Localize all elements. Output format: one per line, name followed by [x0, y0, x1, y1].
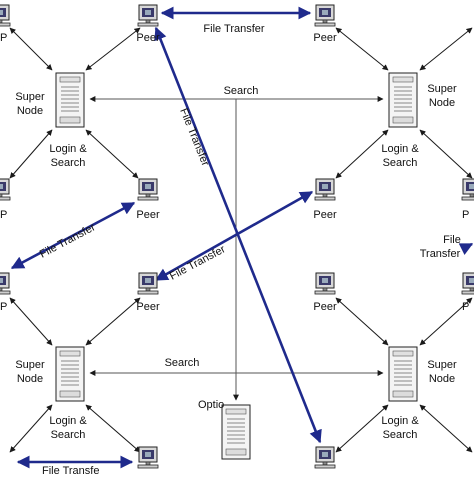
- peer-monitor-icon: [137, 272, 159, 295]
- login-search-label: Login &: [381, 143, 419, 155]
- connector: [9, 129, 53, 179]
- connector: [9, 404, 53, 453]
- super-node-label: Node: [429, 97, 455, 109]
- server-icon: [55, 346, 85, 402]
- connector: [335, 27, 389, 71]
- connector: [85, 297, 141, 346]
- server-icon: [388, 72, 418, 128]
- ft-cross: [154, 190, 314, 282]
- peer-monitor-icon: [0, 272, 11, 295]
- server-icon: [221, 404, 251, 460]
- peer-monitor-icon: [137, 446, 159, 469]
- search-label: Search: [224, 85, 259, 97]
- connector: [419, 27, 473, 71]
- peer-label-partial: P: [462, 209, 469, 221]
- connector: [85, 129, 139, 179]
- peer-monitor-icon: [314, 4, 336, 27]
- login-search-connections: [9, 27, 473, 453]
- connector: [335, 297, 389, 346]
- peer-monitor-icon: [314, 272, 336, 295]
- file-transfer-label: File: [443, 234, 461, 246]
- option-label-partial: Optio: [198, 399, 224, 411]
- file-transfer-label: File Transfer: [168, 243, 228, 282]
- super-node-label: Node: [17, 105, 43, 117]
- peer-monitor-icon: [0, 4, 11, 27]
- connector: [419, 129, 473, 179]
- peer-label-partial: P: [0, 32, 7, 44]
- connector: [9, 27, 53, 71]
- peer-monitor-icon: [461, 178, 474, 201]
- connector: [85, 404, 141, 453]
- login-search-label: Login &: [381, 415, 419, 427]
- peer-monitor-icon: [137, 178, 159, 201]
- super-node-label: Super: [15, 91, 45, 103]
- file-transfer-label: File Transfer: [38, 221, 98, 260]
- peer-label: Peer: [313, 209, 337, 221]
- connector: [419, 404, 473, 453]
- connector: [335, 129, 389, 179]
- peer-label-partial: P: [0, 209, 7, 221]
- login-search-label: Login &: [49, 415, 87, 427]
- ft-right-arrow: [458, 242, 474, 256]
- peer-label: Peer: [136, 209, 160, 221]
- peer-label: Peer: [136, 32, 160, 44]
- peer-label: Peer: [136, 301, 160, 313]
- peer-label-partial: P: [0, 301, 7, 313]
- peer-label-partial: P: [462, 301, 469, 313]
- server-icon: [388, 346, 418, 402]
- peer-label: Peer: [313, 301, 337, 313]
- file-transfer-label: File Transfer: [177, 107, 211, 168]
- file-transfer-label: Transfer: [420, 248, 461, 260]
- login-search-label: Search: [383, 157, 418, 169]
- search-connections: [89, 96, 384, 401]
- peer-monitor-icon: [314, 446, 336, 469]
- peer-monitor-icon: [137, 4, 159, 27]
- peer-label: Peer: [313, 32, 337, 44]
- login-search-label: Login &: [49, 143, 87, 155]
- ft-left: [10, 201, 136, 270]
- super-node-label: Node: [429, 373, 455, 385]
- login-search-label: Search: [51, 429, 86, 441]
- search-label: Search: [165, 357, 200, 369]
- file-transfer-label: File Transfer: [203, 23, 264, 35]
- peer-monitor-icon: [314, 178, 336, 201]
- super-node-label: Super: [427, 359, 457, 371]
- peer-monitor-icon: [0, 178, 11, 201]
- file-transfer-label-partial: File Transfe: [42, 465, 99, 474]
- login-search-label: Search: [383, 429, 418, 441]
- login-search-label: Search: [51, 157, 86, 169]
- peer-monitor-icon: [461, 272, 474, 295]
- super-node-label: Node: [17, 373, 43, 385]
- super-node-label: Super: [15, 359, 45, 371]
- connector: [335, 404, 389, 453]
- server-icon: [55, 72, 85, 128]
- file-transfer-connections: [10, 6, 474, 469]
- connector: [9, 297, 53, 346]
- connector: [85, 27, 141, 71]
- connector: [419, 297, 473, 346]
- super-node-label: Super: [427, 83, 457, 95]
